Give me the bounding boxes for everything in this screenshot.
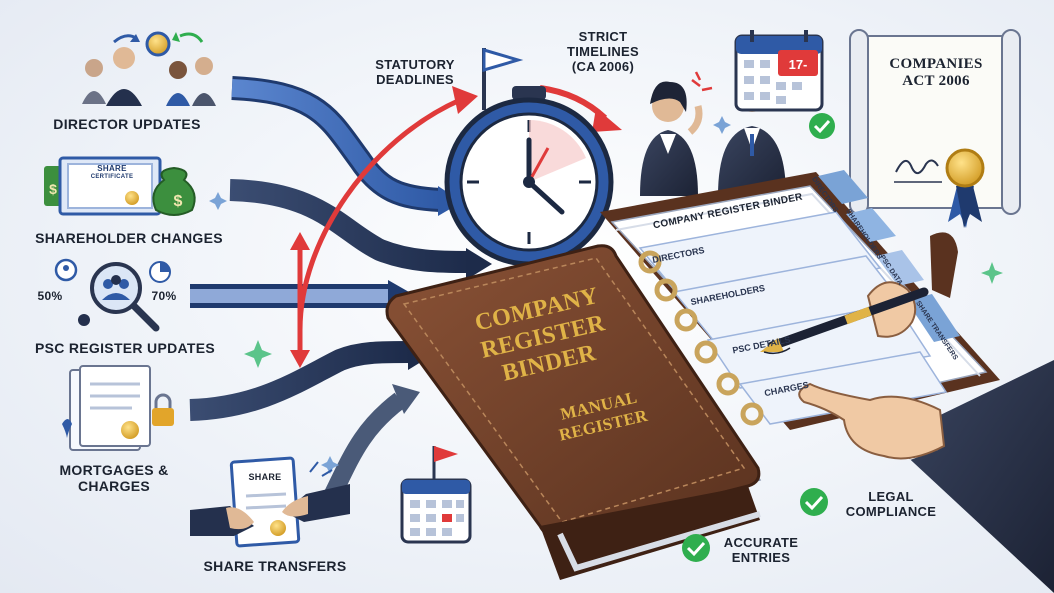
label-strict-timelines: STRICT TIMELINES (CA 2006) — [566, 29, 640, 74]
label-mortgages-charges: MORTGAGES & CHARGES — [59, 462, 169, 495]
label-legal-compliance: LEGAL COMPLIANCE — [845, 489, 937, 519]
calendar-flag-icon — [400, 446, 472, 544]
directors-icon — [82, 31, 216, 106]
flow-arrow-transfer — [321, 384, 420, 505]
binder-cover — [385, 244, 762, 580]
psc-percent-right: 70% — [151, 289, 177, 303]
share-certificate-subtitle: CERTIFICATE — [90, 174, 134, 180]
share-certificate-title: SHARE — [97, 164, 127, 173]
flow-arrow-shareholder — [229, 179, 492, 280]
companies-act-scroll — [849, 29, 1021, 228]
stopwatch-icon — [444, 47, 614, 267]
label-shareholder-changes: SHAREHOLDER CHANGES — [35, 230, 223, 246]
mortgage-document-icon — [62, 365, 174, 451]
label-accurate-entries: ACCURATE ENTRIES — [723, 535, 799, 565]
label-director-updates: DIRECTOR UPDATES — [53, 116, 201, 132]
svg-text:$: $ — [49, 181, 57, 197]
label-psc-register-updates: PSC REGISTER UPDATES — [35, 340, 215, 356]
share-certificate-icon: $ $ — [44, 156, 196, 216]
label-share-transfers: SHARE TRANSFERS — [203, 558, 347, 574]
calendar-icon: 17- — [734, 30, 824, 112]
check-icon-entries — [682, 534, 710, 562]
handshake-doc-title: SHARE — [248, 472, 282, 482]
red-deadline-arc — [290, 85, 622, 368]
calendar-date: 17- — [789, 57, 808, 72]
magnifier-people-icon — [54, 258, 171, 332]
companies-act-title: COMPANIES ACT 2006 — [889, 56, 983, 90]
label-statutory-deadlines: STATUTORY DEADLINES — [375, 57, 455, 87]
psc-percent-left: 50% — [37, 289, 63, 303]
handshake-share-icon — [190, 456, 350, 548]
check-icon-calendar — [809, 113, 835, 139]
check-icon-compliance — [800, 488, 828, 516]
svg-text:$: $ — [174, 193, 183, 210]
sparkle-decorations — [209, 116, 1003, 474]
writing-hand-illustration — [760, 281, 1054, 593]
